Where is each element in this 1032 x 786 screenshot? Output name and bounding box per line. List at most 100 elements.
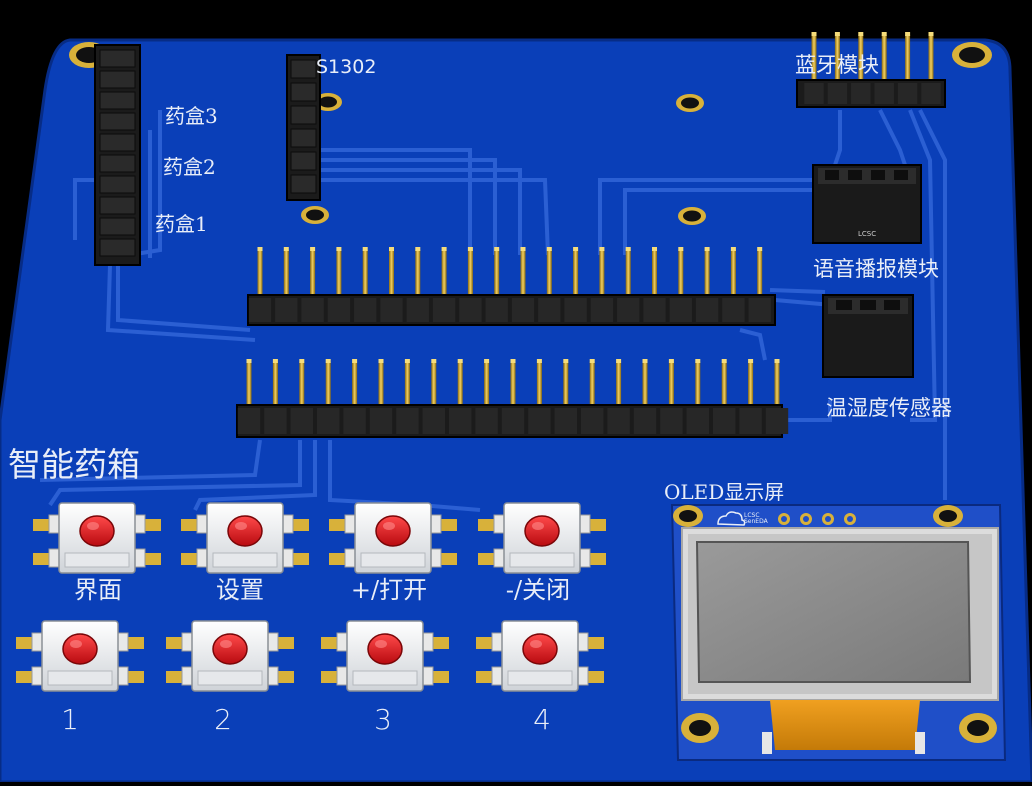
- tactile-button-2[interactable]: [181, 502, 309, 574]
- header-slot: [290, 105, 317, 125]
- mount-hole-tr: [952, 42, 992, 68]
- header-pin: [362, 250, 368, 300]
- header-pin: [257, 250, 263, 300]
- board-title: 智能药箱: [8, 445, 140, 484]
- header-block: [301, 298, 324, 322]
- header-pin: [441, 250, 447, 300]
- header-pin: [415, 250, 421, 300]
- header-slot: [290, 82, 317, 102]
- header-block: [317, 408, 340, 434]
- ds1302-header: [286, 54, 321, 201]
- oled-logo-text: LCSC SenEDA: [744, 512, 768, 525]
- header-slot: [99, 238, 136, 257]
- header-slot: [99, 217, 136, 236]
- header-block: [617, 298, 640, 322]
- header-block: [581, 408, 604, 434]
- header-block: [264, 408, 287, 434]
- header-pin: [721, 362, 727, 410]
- header-block: [713, 408, 736, 434]
- header-pin: [510, 362, 516, 410]
- button-cap: [375, 515, 411, 547]
- header-block: [765, 408, 789, 434]
- header-block: [369, 408, 393, 434]
- header-block: [248, 298, 272, 322]
- tactile-button-5[interactable]: [16, 620, 144, 692]
- button-label-interface: 界面: [74, 576, 122, 604]
- pin-header-bottom: [236, 359, 789, 438]
- header-pin: [616, 362, 622, 410]
- header-block: [459, 298, 482, 322]
- header-pin: [730, 250, 736, 300]
- button-cap: [79, 515, 115, 547]
- header-block: [827, 83, 848, 104]
- pillbox-header: [94, 44, 141, 266]
- oled-module: [670, 504, 1007, 761]
- header-block: [275, 298, 298, 322]
- button-cap: [524, 515, 560, 547]
- oled-screen: [695, 541, 972, 683]
- header-pin: [246, 362, 252, 410]
- header-pin: [774, 362, 780, 410]
- header-pin: [695, 362, 701, 410]
- header-slot: [99, 112, 136, 131]
- button-cap: [367, 633, 403, 665]
- cloud-icon: [717, 511, 746, 526]
- header-block: [501, 408, 525, 434]
- button-label-2: 2: [214, 703, 232, 736]
- voice-module-label: 语音播报模块: [813, 257, 939, 281]
- via-hole-2: [676, 94, 704, 112]
- header-pin: [536, 362, 542, 410]
- header-block: [851, 83, 871, 104]
- header-pin: [928, 35, 934, 85]
- header-block: [449, 408, 472, 434]
- voice-module-logo: LCSC: [858, 230, 876, 238]
- header-block: [343, 408, 366, 434]
- header-slot: [99, 175, 136, 194]
- button-cap: [62, 633, 98, 665]
- tactile-button-3[interactable]: [329, 502, 457, 574]
- via-hole-3: [301, 206, 329, 224]
- header-pin: [352, 362, 358, 410]
- header-pin: [678, 250, 684, 300]
- header-block: [921, 83, 941, 104]
- header-slot: [99, 196, 136, 215]
- header-block: [643, 298, 666, 322]
- oled-flex-cable: [770, 700, 920, 750]
- pin-header-top: [247, 247, 776, 326]
- bluetooth-label: 蓝牙模块: [795, 53, 879, 77]
- button-cap: [522, 633, 558, 665]
- header-pin: [589, 362, 595, 410]
- pillbox1-label: 药盒1: [155, 212, 208, 236]
- header-slot: [99, 154, 136, 173]
- header-pin: [310, 250, 316, 300]
- tactile-button-6[interactable]: [166, 620, 294, 692]
- header-block: [669, 298, 692, 322]
- tactile-button-8[interactable]: [476, 620, 604, 692]
- tactile-button-7[interactable]: [321, 620, 449, 692]
- header-block: [327, 298, 351, 322]
- header-block: [528, 408, 551, 434]
- tactile-button-4[interactable]: [478, 502, 606, 574]
- header-slot: [99, 49, 136, 68]
- button-label-4: 4: [533, 703, 551, 736]
- header-slot: [99, 70, 136, 89]
- header-block: [432, 298, 456, 322]
- button-label-1: 1: [61, 703, 79, 736]
- button-label-3: 3: [374, 703, 392, 736]
- header-slot: [99, 91, 136, 110]
- button-cap: [212, 633, 248, 665]
- tactile-button-1[interactable]: [33, 502, 161, 574]
- header-block: [511, 298, 535, 322]
- header-block: [290, 408, 313, 434]
- button-label-plus-open: +/打开: [350, 576, 428, 604]
- header-block: [722, 298, 745, 322]
- header-pin: [834, 35, 840, 85]
- header-pin: [546, 250, 552, 300]
- header-block: [422, 408, 445, 434]
- ds1302-label: S1302: [316, 56, 377, 78]
- bluetooth-header: [796, 32, 946, 108]
- header-block: [897, 83, 918, 104]
- header-block: [874, 83, 894, 104]
- header-pin: [881, 35, 887, 85]
